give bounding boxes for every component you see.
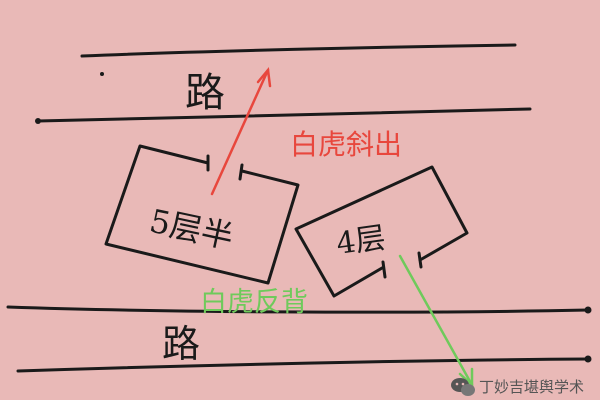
green-caption: 白虎反背 xyxy=(200,287,308,318)
bottom-road-line-lower xyxy=(16,357,590,373)
top-road-line-upper xyxy=(80,43,517,58)
red-arrow xyxy=(210,66,272,196)
stray-dot xyxy=(100,72,104,76)
road-label-top: 路 xyxy=(185,70,225,116)
bottom-road-end-dot-upper xyxy=(584,306,592,314)
building-5-outline xyxy=(104,144,300,285)
building-4-label: 4层 xyxy=(334,220,387,261)
bottom-road-line-upper xyxy=(6,305,590,314)
watermark-text: 丁妙吉堪舆学术 xyxy=(479,378,584,396)
building-4-outline xyxy=(294,165,469,298)
green-arrow xyxy=(398,254,474,388)
bottom-road-end-dot-lower xyxy=(584,355,592,363)
road-label-bottom: 路 xyxy=(162,322,200,366)
top-road-end-dot xyxy=(35,118,41,124)
top-road-line-lower xyxy=(36,107,532,123)
wechat-icon xyxy=(451,378,475,396)
red-caption: 白虎斜出 xyxy=(290,128,402,161)
building-5-label: 5层半 xyxy=(146,202,236,257)
